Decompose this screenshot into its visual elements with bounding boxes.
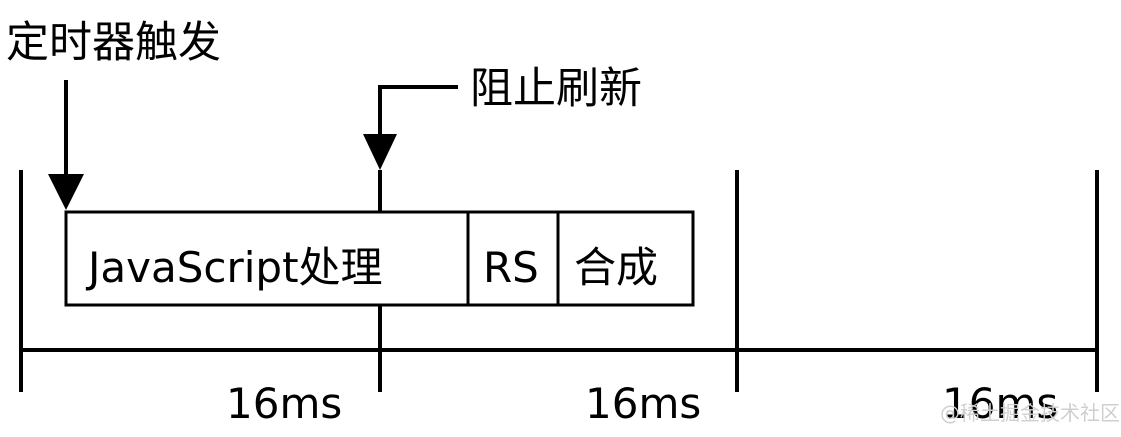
interval-label-3: 16ms [942,379,1058,428]
timer-trigger-arrowhead [48,174,84,210]
interval-label-1: 16ms [226,379,342,428]
timer-trigger-label: 定时器触发 [6,18,221,68]
composite-task-block [556,210,695,307]
interval-label-2: 16ms [585,379,701,428]
block-refresh-arrowhead [363,134,397,170]
block-refresh-label: 阻止刷新 [470,64,642,114]
block-refresh-arrow-shaft [378,85,458,138]
composite-task-label: 合成 [574,243,658,292]
javascript-task-block [64,210,470,307]
rs-task-label: RS [483,243,539,292]
watermark-text: @稀土掘金技术社区 [940,401,1120,425]
javascript-task-label: JavaScript处理 [85,243,383,292]
